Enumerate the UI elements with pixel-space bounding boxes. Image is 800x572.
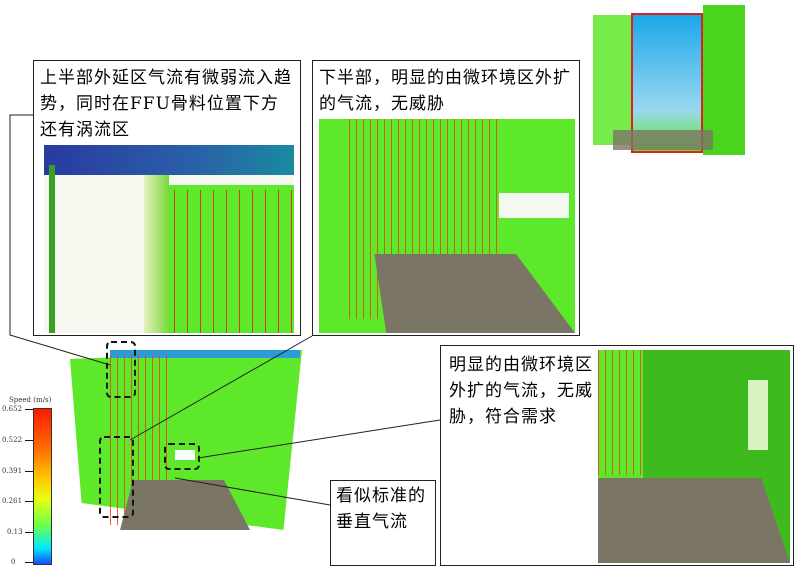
main-cleanroom-render xyxy=(70,340,302,540)
legend-tick: 0.652 xyxy=(2,405,23,413)
legend-colorbar xyxy=(33,408,52,565)
right-annotation-text: 明显的由微环境区外扩的气流，无威胁，符合需求 xyxy=(449,355,593,427)
legend-tick: 0.261 xyxy=(2,497,23,505)
right-annotation-panel: 明显的由微环境区外扩的气流，无威胁，符合需求 xyxy=(440,345,794,566)
lower-detail-render xyxy=(319,119,575,333)
upper-annotation-text: 上半部外延区气流有微弱流入趋势，同时在FFU骨料位置下方还有涡流区 xyxy=(40,68,292,140)
lower-annotation-text: 下半部，明显的由微环境区外扩的气流，无威胁 xyxy=(319,68,571,114)
dashed-box-lower xyxy=(99,436,134,518)
legend-tick: 0.391 xyxy=(2,467,23,475)
vertical-annotation-panel: 看似标准的垂直气流 xyxy=(330,480,436,566)
lower-annotation-panel: 下半部，明显的由微环境区外扩的气流，无威胁 xyxy=(312,60,580,336)
legend-tick: 0.522 xyxy=(2,436,23,444)
vertical-annotation-text: 看似标准的垂直气流 xyxy=(336,486,426,532)
connector-vertical xyxy=(174,477,331,506)
legend-tick: 0 xyxy=(11,558,16,566)
overview-render xyxy=(593,5,745,155)
connector-lower xyxy=(129,335,313,441)
legend-tick: 0.13 xyxy=(7,528,23,536)
dashed-box-upper xyxy=(106,341,136,398)
connector-right xyxy=(197,419,441,459)
upper-annotation-panel: 上半部外延区气流有微弱流入趋势，同时在FFU骨料位置下方还有涡流区 xyxy=(33,60,301,336)
ffu-panel xyxy=(631,13,703,153)
connector-upper xyxy=(9,114,111,366)
legend-title: Speed (m/s) xyxy=(9,396,52,404)
right-detail-render xyxy=(598,350,790,563)
dashed-box-right xyxy=(164,443,200,470)
upper-detail-render xyxy=(44,145,294,333)
